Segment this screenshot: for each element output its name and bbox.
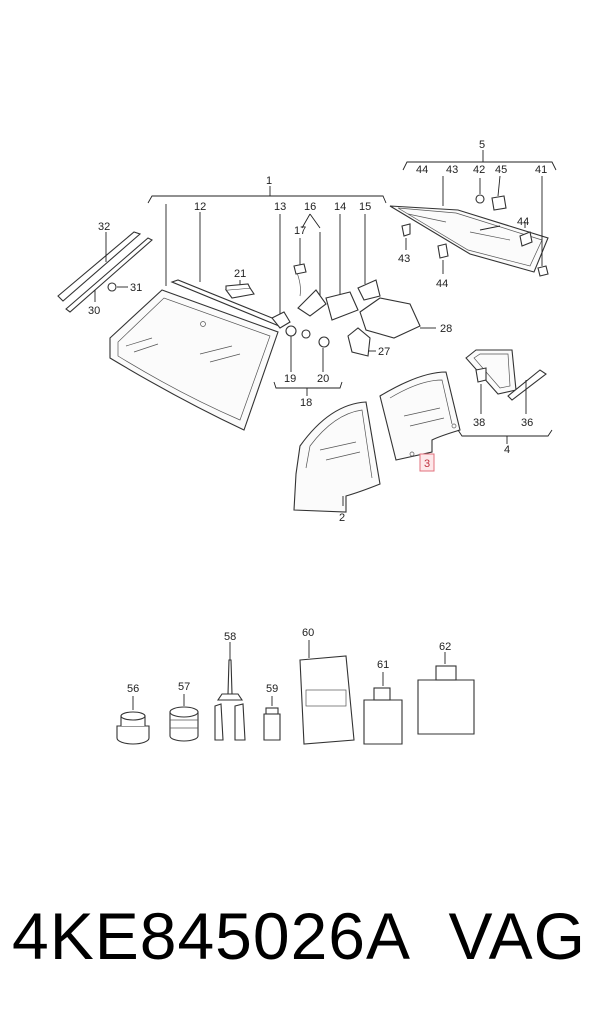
callout-41: 41 (535, 164, 547, 176)
consumables (116, 640, 475, 745)
callout-14: 14 (334, 201, 346, 213)
callout-38: 38 (473, 417, 485, 429)
callout-17: 17 (294, 225, 306, 237)
callout-43-lower: 43 (398, 253, 410, 265)
callout-32: 32 (98, 221, 110, 233)
highlighted-callout-3[interactable]: 3 (419, 453, 435, 472)
callout-60: 60 (302, 627, 314, 639)
callout-44-lower: 44 (436, 278, 448, 290)
bracket-group-1 (147, 186, 387, 204)
callout-57: 57 (178, 681, 190, 693)
callout-5: 5 (479, 139, 485, 151)
callout-15: 15 (359, 201, 371, 213)
sensor-parts (271, 213, 381, 396)
callout-19: 19 (284, 373, 296, 385)
brand-name: VAG (448, 899, 586, 973)
callout-12: 12 (194, 201, 206, 213)
callout-18: 18 (300, 397, 312, 409)
rear-window (389, 150, 557, 277)
callout-59: 59 (266, 683, 278, 695)
quarter-window (457, 349, 553, 444)
callout-56: 56 (127, 683, 139, 695)
callout-4: 4 (504, 444, 510, 456)
callout-21: 21 (234, 268, 246, 280)
highlight-box (419, 453, 435, 472)
callout-31: 31 (130, 282, 142, 294)
callout-2: 2 (339, 512, 345, 524)
callout-36: 36 (521, 417, 533, 429)
callout-42: 42 (473, 164, 485, 176)
callout-30: 30 (88, 305, 100, 317)
callout-20: 20 (317, 373, 329, 385)
trim-parts (347, 297, 436, 357)
callout-61: 61 (377, 659, 389, 671)
callout-44-right: 44 (517, 216, 529, 228)
callout-13: 13 (274, 201, 286, 213)
callout-44: 44 (416, 164, 428, 176)
mirror-base (224, 280, 255, 299)
callout-1: 1 (266, 175, 272, 187)
part-number: 4KE845026A (12, 899, 412, 973)
callout-58: 58 (224, 631, 236, 643)
callout-43: 43 (446, 164, 458, 176)
callout-3: 3 (424, 458, 430, 470)
wiper-strips (57, 231, 153, 313)
callout-labels: 1 5 44 43 42 45 41 44 43 44 12 13 16 14 … (88, 139, 547, 695)
door-windows (293, 371, 461, 513)
callout-16: 16 (304, 201, 316, 213)
callout-28: 28 (440, 323, 452, 335)
callout-62: 62 (439, 641, 451, 653)
callout-45: 45 (495, 164, 507, 176)
windscreen (109, 204, 283, 431)
callout-27: 27 (378, 346, 390, 358)
